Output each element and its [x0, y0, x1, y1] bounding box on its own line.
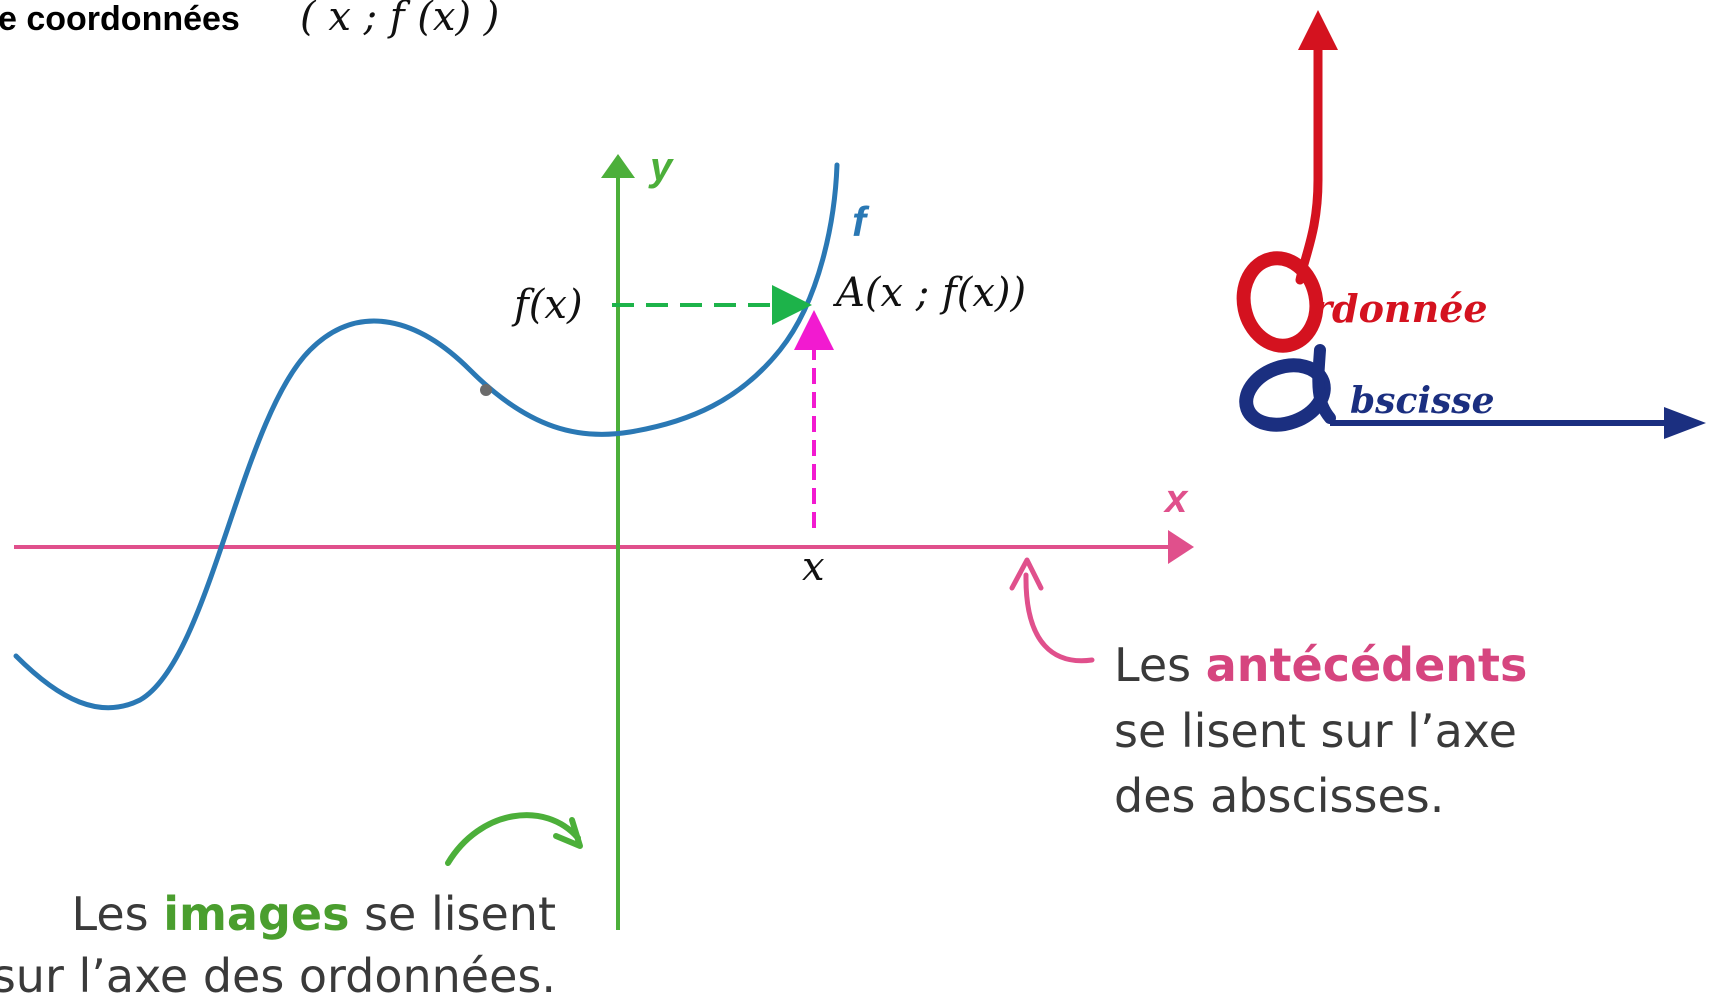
images-suffix: se lisent	[349, 887, 556, 941]
antecedents-caption-line3: des abscisses.	[1114, 769, 1444, 823]
header-coordinates: ( x ; f (x) )	[300, 0, 499, 40]
header-title: e coordonnées	[0, 0, 240, 38]
x-tick-label: x	[802, 544, 825, 590]
fx-label: f(x)	[511, 282, 583, 328]
ordonnee-initial-shape	[1236, 251, 1324, 353]
antecedents-caption-line2: se lisent sur l’axe	[1114, 704, 1517, 758]
images-highlight: images	[163, 887, 349, 941]
green-arrowhead-icon	[553, 817, 583, 849]
ordonnee-abscisse-logo: rdonnée bscisse	[1236, 10, 1706, 439]
abscisse-label: bscisse	[1350, 380, 1494, 422]
y-axis-arrow-icon	[601, 154, 635, 178]
y-axis	[601, 154, 635, 930]
x-axis	[14, 530, 1194, 564]
antecedents-caption-line1: Les antécédents	[1114, 638, 1527, 692]
curve-point-marker	[480, 384, 492, 396]
curve-label: f	[852, 198, 870, 245]
images-caption-line1: Les images se lisent	[72, 887, 557, 941]
images-prefix: Les	[72, 887, 164, 941]
function-curve	[13, 162, 840, 711]
ordonnee-arrow-icon	[1298, 10, 1338, 50]
abscisse-arrow-icon	[1664, 407, 1706, 439]
images-caption-line2: sur l’axe des ordonnées.	[0, 949, 556, 1003]
images-pointer-arrow	[445, 812, 583, 866]
y-axis-label: y	[648, 145, 674, 189]
pink-arrowhead-icon	[1009, 557, 1044, 591]
antecedents-prefix: Les	[1114, 638, 1206, 692]
ordonnee-label: rdonnée	[1312, 286, 1488, 331]
antecedents-pointer-arrow	[1009, 557, 1095, 664]
point-a-label: A(x ; f(x))	[832, 270, 1026, 316]
antecedents-highlight: antécédents	[1206, 638, 1528, 692]
x-axis-label: x	[1163, 477, 1189, 521]
x-axis-arrow-icon	[1168, 530, 1194, 564]
